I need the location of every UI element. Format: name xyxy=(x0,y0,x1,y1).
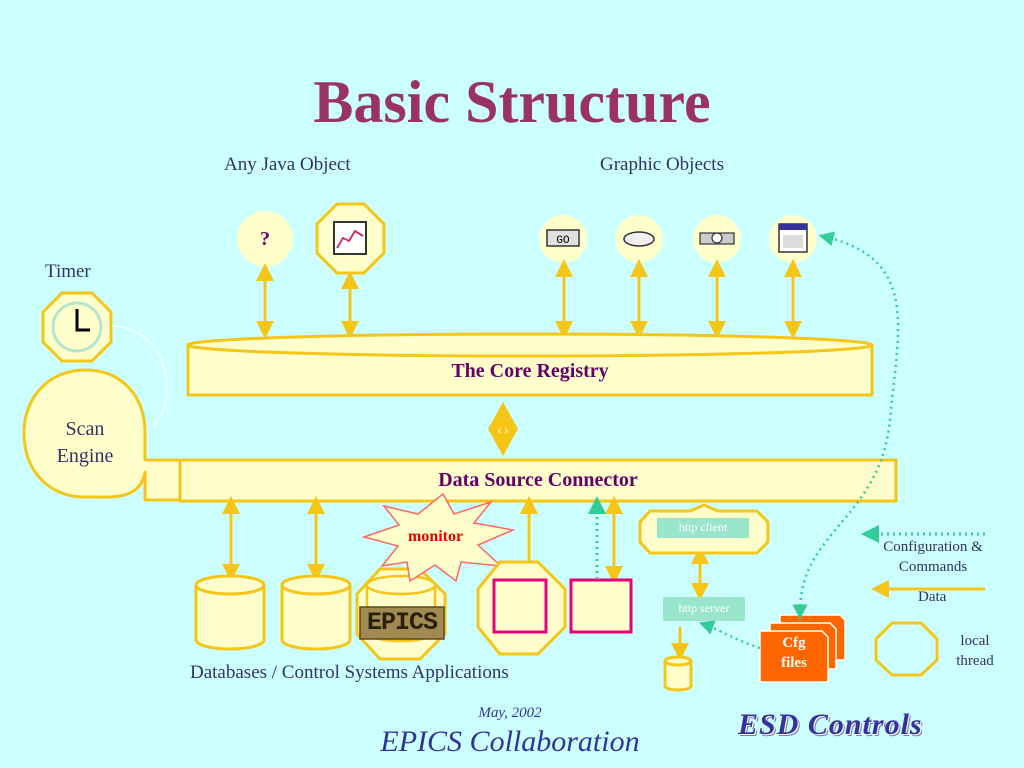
question-mark-text: ? xyxy=(260,228,270,250)
legend-local-line1: local xyxy=(960,633,990,649)
cfg-files-stack xyxy=(759,614,846,683)
footer-collaboration: EPICS Collaboration xyxy=(380,725,640,758)
registry-connector-diamond: ‹ › xyxy=(488,402,518,456)
scan-engine-line2: Engine xyxy=(56,445,114,467)
http-client-label: http client xyxy=(678,520,728,534)
legend-config-line1: Configuration & xyxy=(883,539,983,555)
small-db-cylinder xyxy=(663,655,693,692)
svg-text:GO: GO xyxy=(556,235,570,247)
monitor-label: monitor xyxy=(408,528,464,545)
timer-label: Timer xyxy=(45,261,91,282)
slider-icon xyxy=(693,215,741,263)
clock-icon xyxy=(41,291,113,363)
legend-config-line2: Commands xyxy=(898,559,968,575)
brand-logo: ESD Controls xyxy=(738,708,923,741)
svg-text:‹ ›: ‹ › xyxy=(498,425,509,437)
http-server-box xyxy=(663,597,745,621)
legend-data-text: Data xyxy=(918,589,947,605)
legend-local-thread-shape xyxy=(874,621,939,677)
epics-node xyxy=(355,567,447,661)
cfg-line2: files xyxy=(781,655,807,671)
any-java-object-label: Any Java Object xyxy=(224,154,351,175)
data-source-connector-label: Data Source Connector xyxy=(438,469,638,491)
question-icon xyxy=(237,211,293,267)
legend-config-text: Configuration & Commands xyxy=(868,537,998,577)
scan-engine-bubble xyxy=(22,368,182,502)
http-server-label: http server xyxy=(678,601,730,615)
application-box xyxy=(569,578,633,634)
core-registry-shape xyxy=(186,332,874,397)
application-thread-node xyxy=(476,560,567,656)
scan-engine-line1: Scan xyxy=(65,418,105,440)
window-icon xyxy=(769,215,817,263)
go-button-icon: GO xyxy=(539,215,587,263)
cfg-files-label: Cfg files xyxy=(760,633,828,673)
epics-badge: EPICS xyxy=(366,608,438,637)
core-registry-label: The Core Registry xyxy=(451,360,609,382)
slide-title: Basic Structure xyxy=(313,69,711,135)
scan-engine-label: Scan Engine xyxy=(30,416,140,470)
legend-local-thread-text: local thread xyxy=(947,631,1003,671)
database-cylinders xyxy=(194,574,352,651)
oval-icon xyxy=(615,215,663,263)
graphic-objects-label: Graphic Objects xyxy=(600,154,724,175)
monitor-starburst xyxy=(361,492,516,583)
databases-caption: Databases / Control Systems Applications xyxy=(190,662,509,683)
chart-icon xyxy=(315,202,386,275)
cfg-line1: Cfg xyxy=(782,635,806,651)
footer-date: May, 2002 xyxy=(478,705,542,721)
http-client-node xyxy=(638,503,770,555)
data-source-connector-shape xyxy=(178,458,898,503)
legend-local-line2: thread xyxy=(956,653,994,669)
